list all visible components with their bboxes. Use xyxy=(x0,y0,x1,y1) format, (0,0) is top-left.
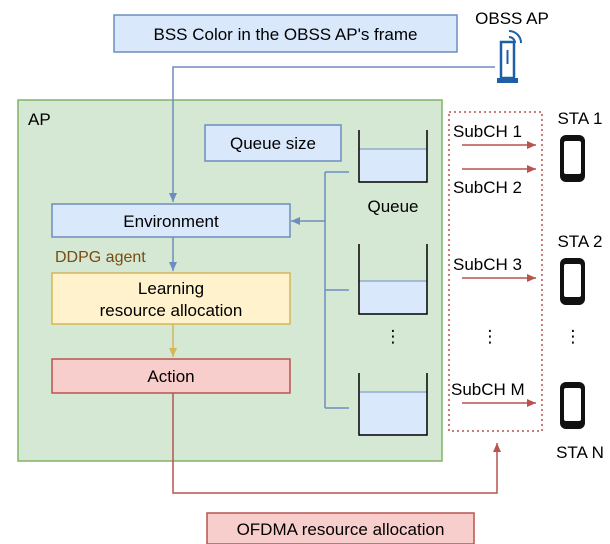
ofdma-label: OFDMA resource allocation xyxy=(237,520,445,539)
action-box xyxy=(51,358,291,394)
bss-color-box xyxy=(113,14,458,53)
queue-dots: ⋮ xyxy=(385,327,402,346)
ap-label: AP xyxy=(28,110,51,129)
queue-2 xyxy=(358,244,428,315)
subch-arrows xyxy=(462,141,536,407)
subch-2-label: SubCH 2 xyxy=(453,178,522,197)
bss-color-label: BSS Color in the OBSS AP's frame xyxy=(153,25,417,44)
ofdma-box xyxy=(206,512,475,544)
learning-box xyxy=(51,272,291,325)
obss-ap-label: OBSS AP xyxy=(475,9,549,28)
subch-1-label: SubCH 1 xyxy=(453,122,522,141)
ddpg-agent-label: DDPG agent xyxy=(55,249,146,266)
phone-icon xyxy=(560,382,585,429)
sta-2-label: STA 2 xyxy=(557,232,602,251)
phone-icon xyxy=(560,258,585,305)
learning-label-line2: resource allocation xyxy=(100,301,243,320)
learning-label-line1: Learning xyxy=(138,279,204,298)
action-to-stations-arrow xyxy=(172,393,501,494)
sta-n-label: STA N xyxy=(556,443,604,462)
subchannel-region xyxy=(448,111,543,432)
subch-m-label: SubCH M xyxy=(451,380,525,399)
bss-color-arrow xyxy=(169,66,495,202)
sta-1-label: STA 1 xyxy=(557,109,602,128)
subch-dots: ⋮ xyxy=(482,327,499,346)
queue-bracket xyxy=(324,171,349,409)
environment-label: Environment xyxy=(123,212,219,231)
queue-size-label: Queue size xyxy=(230,134,316,153)
queue-label: Queue xyxy=(367,197,418,216)
queue-3 xyxy=(358,373,428,436)
environment-box xyxy=(51,203,291,238)
queue-1 xyxy=(358,130,428,183)
action-label: Action xyxy=(147,367,194,386)
sta-dots: ⋮ xyxy=(565,327,582,346)
queue-size-box xyxy=(204,124,342,162)
subch-3-label: SubCH 3 xyxy=(453,255,522,274)
phone-icon xyxy=(560,135,585,182)
router-icon xyxy=(497,30,522,83)
